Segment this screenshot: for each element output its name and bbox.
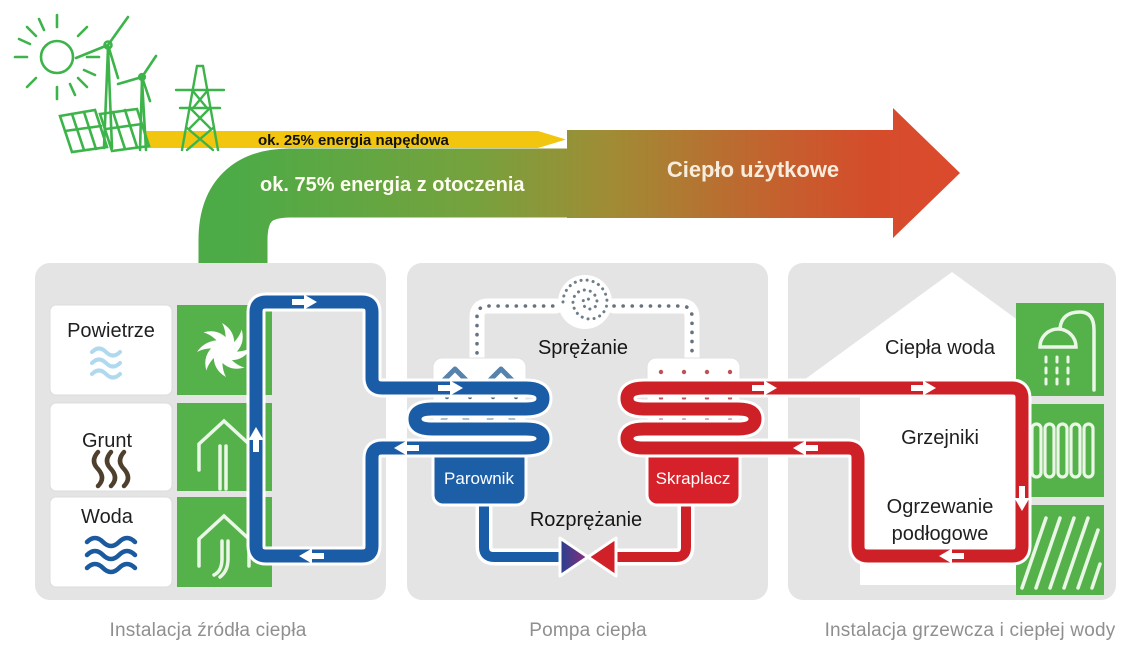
floor-heating-label-line1: Ogrzewanie bbox=[887, 496, 994, 518]
shower-green-box bbox=[1016, 303, 1104, 396]
ground-card bbox=[49, 402, 173, 492]
radiator-icon bbox=[1030, 422, 1095, 479]
drive-energy-band bbox=[146, 131, 566, 148]
power-tower-icon bbox=[174, 64, 226, 152]
water-card bbox=[49, 496, 173, 588]
radiators-label: Grzejniki bbox=[901, 427, 979, 449]
ambient-energy-label: ok. 75% energia z otoczenia bbox=[260, 174, 525, 196]
air-waves-icon bbox=[90, 346, 122, 380]
renewable-icons bbox=[13, 13, 226, 154]
air-label: Powietrze bbox=[67, 320, 155, 342]
source-rows: Powietrze Grunt Woda bbox=[49, 304, 272, 588]
solar-panel-icon bbox=[58, 107, 151, 154]
floor-heating-icon bbox=[1020, 516, 1102, 590]
wind-turbine-icon bbox=[74, 15, 130, 150]
ambient-energy-elbow bbox=[198, 148, 567, 268]
shower-icon bbox=[1038, 310, 1096, 392]
condenser-label: Skraplacz bbox=[656, 469, 731, 488]
floor-heating-label-line2: podłogowe bbox=[892, 523, 989, 545]
air-card bbox=[49, 304, 173, 396]
hot-circuit bbox=[617, 378, 1032, 566]
fan-icon bbox=[197, 323, 251, 377]
evaporator-label: Parownik bbox=[444, 469, 514, 488]
heating-panel-caption: Instalacja grzewcza i ciepłej wody bbox=[825, 620, 1116, 641]
arrow-head bbox=[893, 108, 960, 238]
useful-heat-label: Ciepło użytkowe bbox=[667, 157, 839, 182]
refrigerant-dotted-pipe bbox=[469, 275, 700, 370]
ground-label: Grunt bbox=[82, 430, 132, 452]
expansion-label: Rozprężanie bbox=[530, 509, 642, 531]
water-label: Woda bbox=[81, 506, 134, 528]
compressor-background bbox=[558, 275, 612, 329]
energy-flow-arrow: ok. 25% energia napędowa ok. 75% energia… bbox=[146, 108, 960, 268]
expansion-valve-icon bbox=[558, 536, 618, 578]
ground-heat-icon bbox=[91, 449, 131, 489]
drive-energy-label: ok. 25% energia napędowa bbox=[258, 132, 450, 149]
arrow-body bbox=[567, 130, 893, 218]
water-waves-icon bbox=[84, 535, 138, 575]
compressor-spiral-icon bbox=[561, 278, 609, 321]
compression-label: Sprężanie bbox=[538, 337, 628, 359]
source-panel-caption: Instalacja źródła ciepła bbox=[109, 620, 306, 641]
sun-icon bbox=[13, 13, 101, 101]
hot-water-label: Ciepła woda bbox=[885, 337, 996, 359]
expansion-line bbox=[475, 498, 695, 566]
pump-panel-caption: Pompa ciepła bbox=[529, 620, 647, 641]
